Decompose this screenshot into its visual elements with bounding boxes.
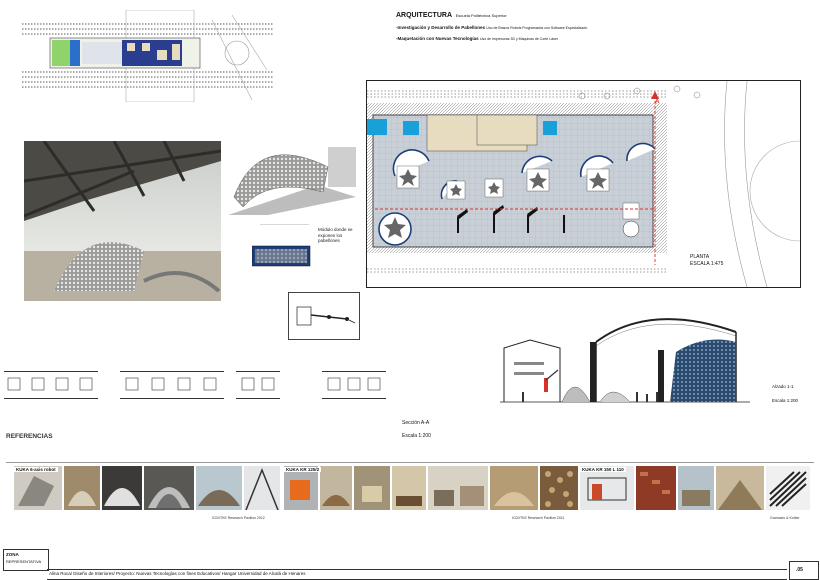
site-plan (22, 9, 274, 103)
footer-zone-box: ZONA REPRESENTATIVA (3, 549, 49, 571)
pavilion-3d-view (228, 137, 356, 215)
header-title-text: ARQUITECTURA (396, 12, 452, 19)
reference-photo-18 (766, 466, 810, 510)
elevation-segment-4 (322, 371, 386, 399)
reference-photo-9 (354, 466, 390, 510)
reference-photo-17 (716, 466, 764, 510)
reference-photo-16 (678, 466, 714, 510)
header-subtitle: Escuela Politécnica Superior (455, 13, 507, 18)
reference-subtitle-2: KUKA KR 125/2 (284, 467, 322, 472)
header-line-2-bold: -Maquetación con Nuevas Tecnologías (396, 36, 479, 41)
reference-caption-1: ICD/ITKE Research Pavilion 2012 (212, 516, 265, 520)
header-line-1-bold: -Investigación y Desarrollo de Pabellone… (396, 25, 486, 30)
robot-arm-drawing (288, 292, 360, 340)
header-line-2-rest: Uso de Impresoras 3D y Máquinas de Corte… (479, 37, 558, 41)
pavilion-view-caption: —————————————— (260, 222, 309, 226)
module-note: Módulo donde se exponen los pabellones (318, 227, 353, 243)
reference-caption-3: Gramazio & Kohler (770, 516, 800, 520)
reference-photo-12 (490, 466, 538, 510)
reference-photo-1 (14, 466, 62, 510)
footer-page-number: .05 (796, 567, 803, 573)
footer-bar: Alina Roca/ Diseño de Interiores/ Proyec… (47, 569, 787, 580)
references-rule (6, 462, 814, 463)
section-title: Sección A-A (402, 420, 430, 426)
plan-scale: ESCALA 1:475 (690, 261, 724, 267)
reference-caption-2: ICD/ITKE Research Pavilion 2011 (512, 516, 565, 520)
header-line-1: -Investigación y Desarrollo de Pabellone… (396, 25, 587, 30)
floor-plan: A (366, 80, 820, 288)
section-scale: Escala 1:200 (402, 433, 431, 439)
section-marker: A (655, 99, 660, 105)
module-drawing (251, 244, 312, 268)
reference-subtitle-3: KUKA KR 150 L 110 (580, 467, 626, 472)
header-title: ARQUITECTURA Escuela Politécnica Superio… (396, 12, 507, 19)
reference-subtitle-1: KUKA 6-axis robot (14, 467, 58, 472)
elevation-segment-1 (4, 371, 98, 399)
reference-photo-7 (284, 466, 318, 510)
footer-page-box: .05 (789, 561, 819, 580)
reference-photo-4 (144, 466, 194, 510)
reference-photo-5 (196, 466, 242, 510)
reference-photo-3 (102, 466, 142, 510)
elevation-title: Alzado 1-1 (772, 384, 794, 389)
footer-zone-line-1: ZONA (6, 552, 19, 557)
header-line-2: -Maquetación con Nuevas Tecnologías Uso … (396, 36, 558, 41)
elevation-scale: Escala 1:200 (772, 398, 799, 403)
plan-label: PLANTA (690, 254, 710, 260)
references-heading: REFERENCIAS (6, 433, 53, 440)
section-drawing (500, 312, 750, 404)
reference-photo-10 (392, 466, 426, 510)
reference-photo-13 (540, 466, 578, 510)
reference-photo-11 (428, 466, 488, 510)
reference-photo-2 (64, 466, 100, 510)
elevation-segment-3 (236, 371, 280, 399)
pavilion-render-photo (24, 141, 221, 301)
footer-credits: Alina Roca/ Diseño de Interiores/ Proyec… (49, 571, 306, 576)
elevation-segment-2 (120, 371, 224, 399)
reference-photo-6 (244, 466, 280, 510)
footer-zone-line-2: REPRESENTATIVA (6, 559, 42, 564)
reference-photo-15 (636, 466, 676, 510)
reference-photo-14 (580, 466, 634, 510)
header-line-1-rest: Uso de Brazos Robots Programados con Sof… (486, 26, 588, 30)
reference-photo-8 (320, 466, 352, 510)
